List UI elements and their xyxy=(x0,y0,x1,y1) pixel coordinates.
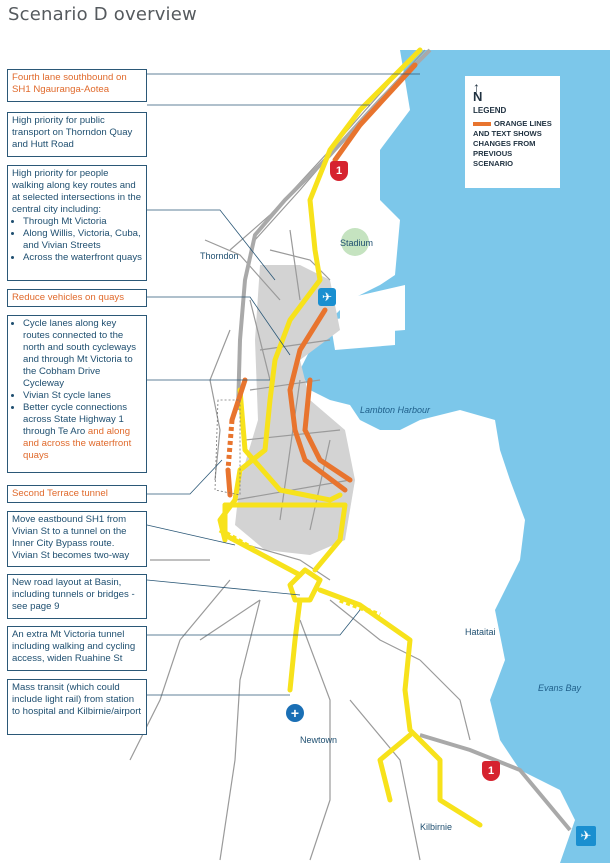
airport-icon: ✈ xyxy=(576,826,596,846)
legend-description: ORANGE LINES AND TEXT SHOWS CHANGES FROM… xyxy=(473,119,552,168)
legend: ↑ N LEGEND ORANGE LINES AND TEXT SHOWS C… xyxy=(465,76,560,188)
train-station-icon: ✈ xyxy=(318,288,336,306)
callout-walking: High priority for people walking along k… xyxy=(7,165,147,281)
highway-shield-icon: 1 xyxy=(482,761,500,781)
page-title: Scenario D overview xyxy=(8,4,197,25)
mt-victoria-tunnel xyxy=(339,597,381,618)
label-lambton-harbour: Lambton Harbour xyxy=(360,405,431,415)
callout-second-terrace: Second Terrace tunnel xyxy=(7,485,147,503)
label-evans-bay: Evans Bay xyxy=(538,683,582,693)
label-thorndon: Thorndon xyxy=(200,251,239,261)
callout-basin: New road layout at Basin, including tunn… xyxy=(7,574,147,619)
stadium-marker xyxy=(341,228,369,256)
wharf-pier xyxy=(330,310,395,350)
callout-fourth-lane: Fourth lane southbound on SH1 Ngauranga-… xyxy=(7,69,147,102)
label-kilbirnie: Kilbirnie xyxy=(420,822,453,832)
callout-reduce-vehicles: Reduce vehicles on quays xyxy=(7,289,147,307)
second-terrace-tunnel xyxy=(225,419,235,471)
callout-mt-victoria-tunnel: An extra Mt Victoria tunnel including wa… xyxy=(7,626,147,671)
label-hataitai: Hataitai xyxy=(465,627,496,637)
orange-line-swatch xyxy=(473,122,491,126)
callout-mass-transit: Mass transit (which could include light … xyxy=(7,679,147,735)
label-newtown: Newtown xyxy=(300,735,338,745)
water-harbour xyxy=(300,50,610,863)
legend-heading: LEGEND xyxy=(473,106,507,115)
callout-cycle-lanes: Cycle lanes along key routes connected t… xyxy=(7,315,147,473)
highway-shield-icon: 1 xyxy=(330,161,348,181)
north-arrow-icon: ↑ xyxy=(473,79,480,95)
north-label: N xyxy=(473,89,483,104)
hospital-icon: + xyxy=(286,704,304,722)
label-stadium: Stadium xyxy=(340,238,374,248)
callout-eastbound-sh1: Move eastbound SH1 from Vivian St to a t… xyxy=(7,511,147,567)
callout-public-transport: High priority for public transport on Th… xyxy=(7,112,147,157)
